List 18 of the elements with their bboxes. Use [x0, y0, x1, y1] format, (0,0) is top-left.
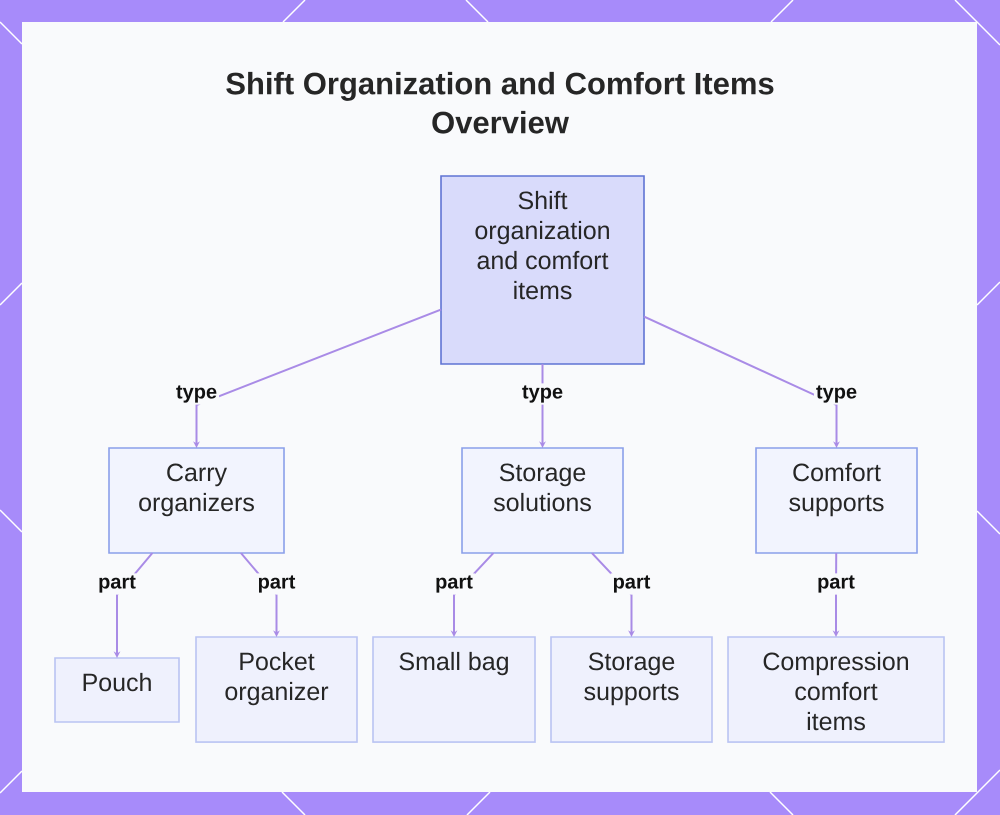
title: Shift Organization and Comfort Items Overview	[226, 72, 774, 134]
category-box: Storage solutions	[461, 447, 624, 554]
edge-label: part	[96, 573, 138, 595]
item-box: Small bag	[372, 636, 536, 743]
item-box: Pouch	[54, 657, 180, 723]
edge-label: type	[520, 383, 566, 405]
item-box: Pocket organizer	[195, 636, 358, 743]
edge-label: part	[815, 573, 857, 595]
edge-label: part	[256, 573, 298, 595]
category-box: Comfort supports	[755, 447, 918, 554]
root-box: Shift organization and comfort items	[440, 175, 645, 365]
item-box: Storage supports	[550, 636, 713, 743]
edge-label: part	[610, 573, 652, 595]
edge-label: part	[433, 573, 475, 595]
category-box: Carry organizers	[108, 447, 285, 554]
edge-label: type	[174, 383, 220, 405]
edge-label: type	[814, 383, 860, 405]
item-box: Compression comfort items	[727, 636, 945, 743]
